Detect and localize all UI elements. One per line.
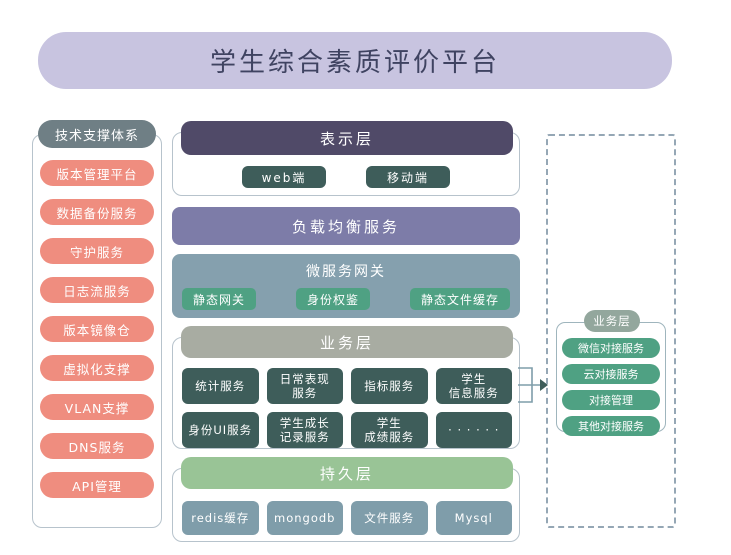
persistence-layer-header: 持久层 (181, 457, 513, 489)
support-item-guard-service[interactable]: 守护服务 (40, 238, 154, 264)
load-balancer-bar[interactable]: 负载均衡服务 (172, 207, 520, 245)
microservice-gateway-features: 静态网关 身份权鉴 静态文件缓存 (182, 288, 510, 310)
business-service-student-score[interactable]: 学生 成绩服务 (351, 412, 428, 448)
support-item-version-platform[interactable]: 版本管理平台 (40, 160, 154, 186)
business-layer-title: 业务层 (319, 333, 374, 352)
microservice-gateway-title: 微服务网关 (306, 264, 386, 280)
persistence-store-file-service[interactable]: 文件服务 (351, 501, 428, 535)
persistence-layer-card: 持久层 redis缓存 mongodb 文件服务 Mysql (172, 457, 520, 542)
integration-item-wechat[interactable]: 微信对接服务 (562, 338, 660, 358)
business-layer-card: 业务层 统计服务 日常表现 服务 指标服务 学生 信息服务 身份UI服务 学生成… (172, 326, 520, 449)
page-title-banner: 学生综合素质评价平台 (38, 32, 672, 89)
business-service-indicator[interactable]: 指标服务 (351, 368, 428, 404)
integration-item-other[interactable]: 其他对接服务 (562, 416, 660, 436)
support-item-data-backup[interactable]: 数据备份服务 (40, 199, 154, 225)
gateway-feature-static-file-cache[interactable]: 静态文件缓存 (409, 288, 510, 310)
persistence-store-mysql[interactable]: Mysql (435, 501, 512, 535)
gateway-feature-identity-auth[interactable]: 身份权鉴 (295, 288, 370, 310)
business-layer-services: 统计服务 日常表现 服务 指标服务 学生 信息服务 身份UI服务 学生成长 记录… (182, 368, 512, 448)
support-item-dns[interactable]: DNS服务 (40, 433, 154, 459)
microservice-gateway-box: 微服务网关 静态网关 身份权鉴 静态文件缓存 (172, 254, 520, 318)
support-item-image-repo[interactable]: 版本镜像仓 (40, 316, 154, 342)
support-item-virtualization[interactable]: 虚拟化支撑 (40, 355, 154, 381)
business-service-student-info[interactable]: 学生 信息服务 (435, 368, 512, 404)
presentation-layer-clients: web端 移动端 (173, 166, 519, 188)
persistence-layer-stores: redis缓存 mongodb 文件服务 Mysql (182, 501, 512, 535)
page-title: 学生综合素质评价平台 (209, 48, 500, 78)
support-column-header: 技术支撑体系 (38, 120, 156, 148)
persistence-layer-title: 持久层 (319, 464, 374, 483)
integration-zone-header: 业务层 (584, 310, 640, 332)
client-mobile[interactable]: 移动端 (366, 166, 450, 188)
support-item-log-stream[interactable]: 日志流服务 (40, 277, 154, 303)
presentation-layer-header: 表示层 (181, 121, 513, 155)
presentation-layer-title: 表示层 (319, 129, 374, 148)
support-column-items: 版本管理平台 数据备份服务 守护服务 日志流服务 版本镜像仓 虚拟化支撑 VLA… (40, 160, 154, 498)
persistence-store-redis[interactable]: redis缓存 (182, 501, 259, 535)
integration-zone-items: 微信对接服务 云对接服务 对接管理 其他对接服务 (562, 338, 660, 436)
integration-item-management[interactable]: 对接管理 (562, 390, 660, 410)
business-service-more[interactable]: · · · · · · (435, 412, 512, 448)
load-balancer-label: 负载均衡服务 (291, 217, 400, 236)
client-web[interactable]: web端 (242, 166, 326, 188)
presentation-layer-card: 表示层 web端 移动端 (172, 121, 520, 196)
business-service-growth-record[interactable]: 学生成长 记录服务 (266, 412, 343, 448)
center-stack: 表示层 web端 移动端 负载均衡服务 微服务网关 静态网关 身份权鉴 静态文件… (172, 120, 520, 542)
business-service-statistics[interactable]: 统计服务 (182, 368, 259, 404)
support-item-api-management[interactable]: API管理 (40, 472, 154, 498)
persistence-store-mongodb[interactable]: mongodb (266, 501, 343, 535)
support-item-vlan[interactable]: VLAN支撑 (40, 394, 154, 420)
integration-item-cloud[interactable]: 云对接服务 (562, 364, 660, 384)
business-service-identity-ui[interactable]: 身份UI服务 (182, 412, 259, 448)
gateway-feature-static-gateway[interactable]: 静态网关 (182, 288, 257, 310)
business-layer-header: 业务层 (181, 326, 513, 358)
integration-connector-arrow (518, 367, 548, 403)
business-service-daily-performance[interactable]: 日常表现 服务 (266, 368, 343, 404)
integration-zone-boundary (546, 134, 676, 528)
